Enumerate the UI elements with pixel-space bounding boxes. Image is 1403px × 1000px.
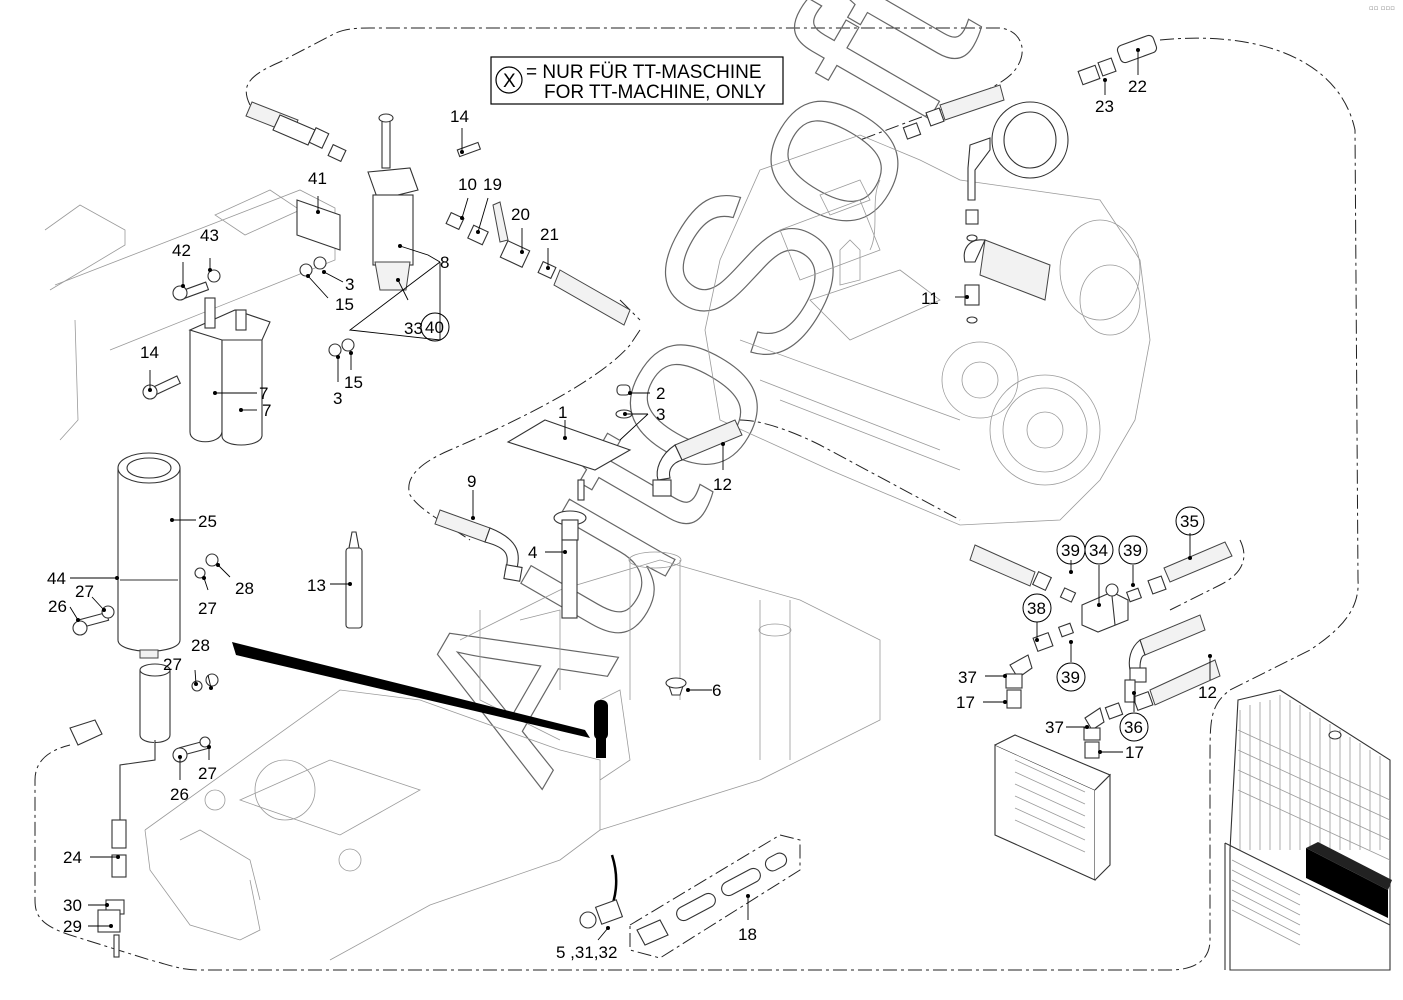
callout-43: 43 xyxy=(200,226,219,245)
callout-19: 19 xyxy=(483,175,502,194)
callout-35: 35 xyxy=(1180,512,1199,531)
radiator xyxy=(1224,689,1392,971)
callout-12: 12 xyxy=(713,475,732,494)
callout-5-31-32: 5 ,31,32 xyxy=(556,943,617,962)
callout-26: 26 xyxy=(170,785,189,804)
leader-lines xyxy=(69,48,1212,941)
valve-block-assembly xyxy=(969,541,1233,759)
callout-3: 3 xyxy=(345,275,354,294)
hose-kit-18 xyxy=(579,677,801,959)
callout-14: 14 xyxy=(140,343,159,362)
callout-24: 24 xyxy=(63,848,82,867)
callout-10: 10 xyxy=(458,175,477,194)
hose-9 xyxy=(434,509,523,582)
callout-23: 23 xyxy=(1095,97,1114,116)
dipstick-bar xyxy=(232,642,608,758)
callout-15: 15 xyxy=(344,373,363,392)
callout-3: 3 xyxy=(656,405,665,424)
callout-28: 28 xyxy=(191,636,210,655)
callout-13: 13 xyxy=(307,576,326,595)
callout-17: 17 xyxy=(1125,743,1144,762)
callout-4: 4 xyxy=(528,543,537,562)
water-separator xyxy=(69,452,181,958)
callout-15: 15 xyxy=(335,295,354,314)
engine-assembly xyxy=(704,134,1151,526)
callout-30: 30 xyxy=(63,896,82,915)
legend-box: X = NUR FÜR TT-MASCHINE FOR TT-MACHINE, … xyxy=(490,56,784,105)
hose-coil-top-right xyxy=(902,34,1158,324)
callout-1: 1 xyxy=(558,403,567,422)
callout-2: 2 xyxy=(656,384,665,403)
callout-7: 7 xyxy=(259,384,268,403)
callout-38: 38 xyxy=(1027,599,1046,618)
callout-7: 7 xyxy=(262,401,271,420)
ball-valve-assembly xyxy=(445,201,631,326)
legend-line-1: = NUR FÜR TT-MASCHINE xyxy=(526,62,762,83)
callout-6: 6 xyxy=(712,681,721,700)
bracket-plate xyxy=(296,199,341,251)
callout-9: 9 xyxy=(467,472,476,491)
callout-40: 40 xyxy=(425,318,444,337)
legend-circle-icon xyxy=(495,66,523,94)
sealant-cartridge xyxy=(345,531,363,629)
callout-29: 29 xyxy=(63,917,82,936)
callout-41: 41 xyxy=(308,169,327,188)
callout-37: 37 xyxy=(1045,718,1064,737)
hose-top-left xyxy=(245,101,347,163)
callout-12: 12 xyxy=(1198,683,1217,702)
callout-14: 14 xyxy=(450,107,469,126)
callout-27: 27 xyxy=(198,764,217,783)
fuel-filter-pair xyxy=(188,297,271,446)
callout-37: 37 xyxy=(958,668,977,687)
callout-27: 27 xyxy=(75,582,94,601)
machine-chassis xyxy=(144,551,881,961)
callout-17: 17 xyxy=(956,693,975,712)
callout-18: 18 xyxy=(738,925,757,944)
callout-labels: 1 2 3 3 3 4 5 ,31,32 6 7 7 8 9 10 11 12 … xyxy=(47,77,1217,962)
callout-28: 28 xyxy=(235,579,254,598)
callout-25: 25 xyxy=(198,512,217,531)
callout-39: 39 xyxy=(1061,541,1080,560)
bolts-left xyxy=(72,141,482,763)
callout-circles xyxy=(420,312,1205,742)
callout-33: 33 xyxy=(404,319,423,338)
callout-27: 27 xyxy=(198,599,217,618)
callout-21: 21 xyxy=(540,225,559,244)
callout-8: 8 xyxy=(440,253,449,272)
fuel-tank-sender xyxy=(553,510,587,619)
legend-line-2: FOR TT-MACHINE, ONLY xyxy=(544,82,766,103)
callout-42: 42 xyxy=(172,241,191,260)
corner-mark: ▫▫ ▫▫▫ xyxy=(1369,4,1395,12)
callout-36: 36 xyxy=(1124,718,1143,737)
callout-39: 39 xyxy=(1123,541,1142,560)
callout-3: 3 xyxy=(333,389,342,408)
fuel-prefilter xyxy=(367,113,419,291)
hose-12-center xyxy=(652,419,743,497)
callout-20: 20 xyxy=(511,205,530,224)
callout-34: 34 xyxy=(1089,541,1108,560)
legend-symbol: X xyxy=(503,71,516,92)
callout-26: 26 xyxy=(48,597,67,616)
oil-cooler xyxy=(994,734,1111,881)
callout-39: 39 xyxy=(1061,668,1080,687)
callout-22: 22 xyxy=(1128,77,1147,96)
callout-44: 44 xyxy=(47,569,66,588)
callout-11: 11 xyxy=(921,289,939,308)
boundary-dashed-lines xyxy=(34,27,1359,971)
callout-27: 27 xyxy=(163,655,182,674)
